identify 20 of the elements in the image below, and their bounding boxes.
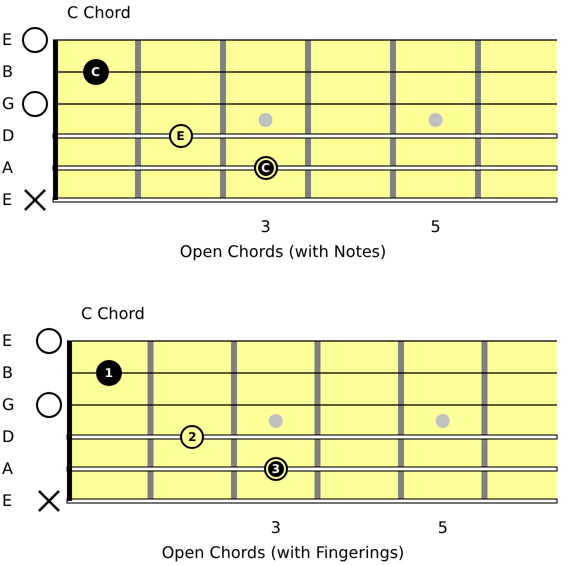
diagram-caption: Open Chords (with Notes) bbox=[178, 243, 388, 261]
string-name: D bbox=[2, 127, 14, 145]
string-name: E bbox=[2, 492, 12, 510]
string-name: A bbox=[2, 460, 13, 478]
string-name: E bbox=[2, 332, 12, 350]
string-name: D bbox=[2, 428, 14, 446]
fret-number: 3 bbox=[270, 519, 281, 537]
string-name: B bbox=[2, 364, 13, 382]
string-name: G bbox=[2, 396, 14, 414]
string-name: A bbox=[2, 159, 13, 177]
chord-title: C Chord bbox=[81, 305, 145, 323]
chord-title: C Chord bbox=[67, 4, 131, 22]
diagram-caption: Open Chords (with Fingerings) bbox=[160, 544, 406, 562]
fret-number: 5 bbox=[438, 519, 448, 537]
fret-number: 5 bbox=[430, 218, 441, 236]
string-name: B bbox=[2, 63, 13, 81]
fret-number: 3 bbox=[260, 218, 271, 236]
string-name: G bbox=[2, 95, 14, 113]
string-name: E bbox=[2, 31, 12, 49]
string-name: E bbox=[2, 191, 12, 209]
